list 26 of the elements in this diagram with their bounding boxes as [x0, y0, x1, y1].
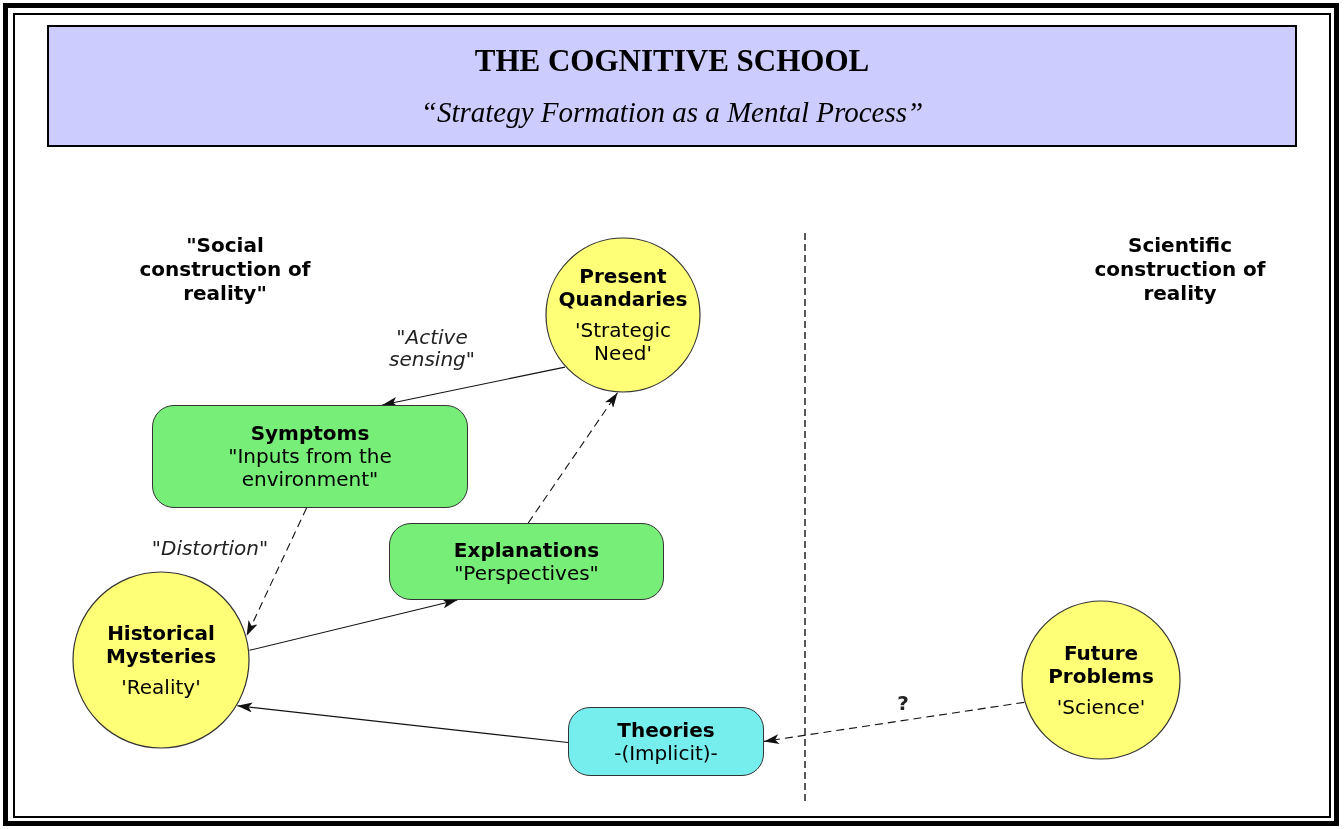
banner-heading: THE COGNITIVE SCHOOL	[474, 42, 870, 79]
region-label: Scientific construction of reality	[1093, 233, 1267, 305]
node-heading: Historical Mysteries	[104, 621, 218, 668]
process-box	[152, 405, 468, 508]
arrow	[236, 702, 569, 744]
node-heading: Explanations	[452, 538, 601, 562]
process-box	[389, 523, 664, 600]
arrow	[763, 701, 1025, 745]
node-heading: Theories	[616, 718, 716, 742]
node-description: 'Science'	[1055, 695, 1147, 719]
arrow	[527, 392, 619, 524]
node-description: "Inputs from the environment"	[227, 445, 393, 491]
node-description: "Perspectives"	[453, 561, 600, 585]
node-description: -(Implicit)-	[613, 741, 719, 765]
node-heading: Future Problems	[1047, 641, 1155, 688]
title-banner	[47, 25, 1297, 147]
banner-subtitle: “Strategy Formation as a Mental Process”	[420, 96, 924, 130]
node-description: 'Reality'	[120, 675, 202, 699]
arrow	[381, 366, 566, 407]
node-heading: Present Quandaries	[557, 265, 689, 311]
node-description: 'Strategic Need'	[574, 319, 672, 365]
arrow	[246, 507, 308, 637]
process-box	[568, 707, 764, 776]
node-heading: Symptoms	[249, 422, 371, 445]
arrow	[248, 598, 458, 651]
region-label: "Social construction of reality"	[138, 233, 312, 305]
